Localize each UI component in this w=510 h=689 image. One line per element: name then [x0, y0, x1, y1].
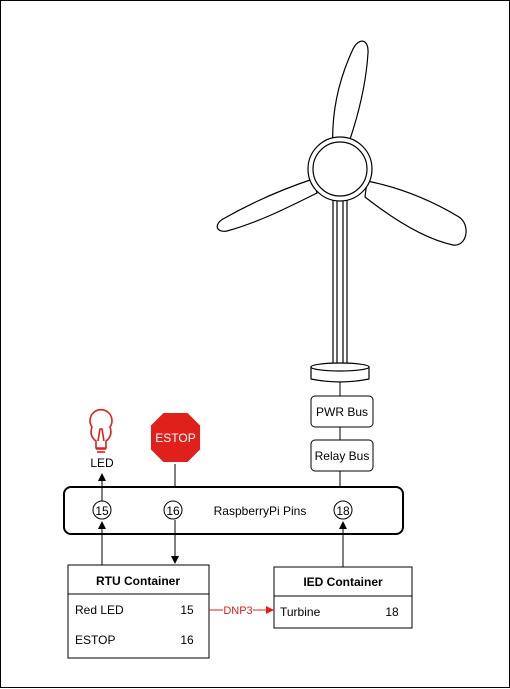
- relay-bus-label: Relay Bus: [315, 449, 370, 463]
- led-label: LED: [90, 456, 114, 470]
- rtu-row-pin: 16: [180, 633, 194, 647]
- ied-row-name: Turbine: [280, 605, 321, 619]
- pin-16-circle: [163, 500, 183, 520]
- rtu-container: RTU Container Red LED 15 ESTOP 16: [67, 564, 210, 659]
- rtu-row-pin: 15: [180, 603, 194, 617]
- wind-turbine-icon: [216, 40, 467, 383]
- stop-sign-icon: [149, 411, 202, 464]
- pin-18-label: 18: [336, 504, 350, 518]
- pin-18-circle: [333, 500, 353, 520]
- relay-bus-box: [310, 439, 374, 472]
- pin-15-label: 15: [95, 504, 109, 518]
- ied-title: IED Container: [303, 575, 383, 589]
- rtu-row-name: ESTOP: [75, 633, 115, 647]
- rtu-row-name: Red LED: [75, 603, 124, 617]
- dnp3-label: DNP3: [223, 605, 252, 617]
- pwr-bus-label: PWR Bus: [316, 405, 368, 419]
- pin-16-label: 16: [166, 504, 180, 518]
- estop-label: ESTOP: [155, 431, 195, 445]
- ied-container: IED Container Turbine 18: [273, 566, 413, 629]
- light-bulb-icon: [89, 408, 113, 453]
- dnp3-label-background: [223, 604, 253, 617]
- raspberry-pi-label: RaspberryPi Pins: [214, 504, 307, 518]
- raspberry-pi-pins-box: [63, 486, 404, 535]
- ied-row-pin: 18: [385, 605, 399, 619]
- rtu-title: RTU Container: [96, 574, 180, 588]
- pwr-bus-box: [310, 395, 374, 428]
